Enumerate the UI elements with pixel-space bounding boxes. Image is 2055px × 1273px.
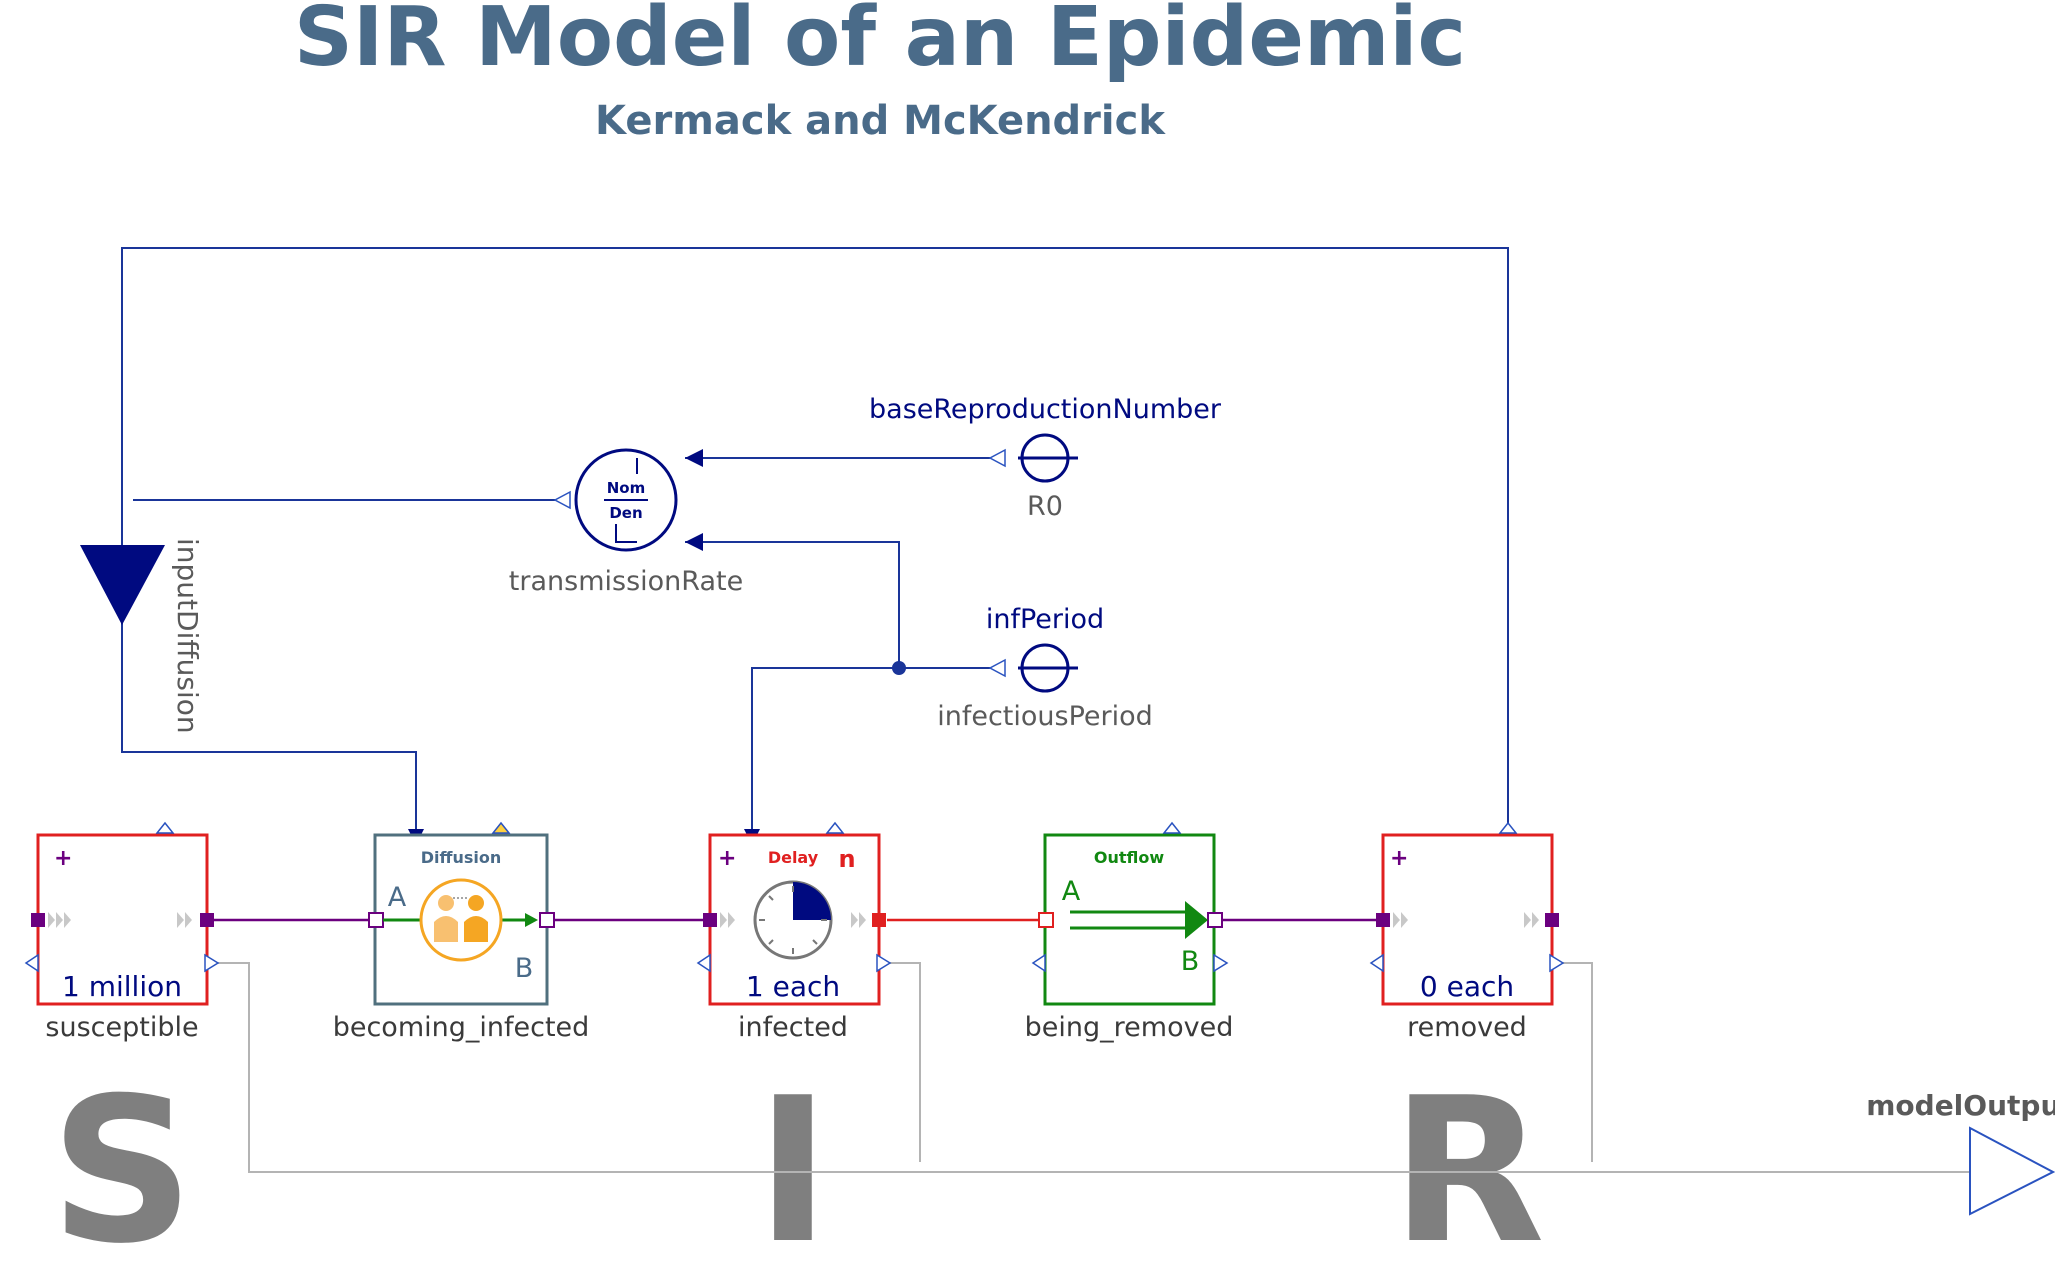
parameter-r0[interactable] — [1018, 433, 1078, 483]
susceptible-block[interactable]: + 1 million — [24, 821, 220, 1006]
susceptible-label: susceptible — [45, 1012, 198, 1043]
infected-value: 1 each — [746, 970, 840, 1003]
r0-top-label: baseReproductionNumber — [869, 394, 1222, 425]
den-label: Den — [609, 504, 642, 522]
hollow-ports — [553, 448, 1006, 678]
becoming-infected-block[interactable]: Diffusion A B — [368, 821, 555, 1006]
signal-arrowheads — [408, 449, 760, 845]
delay-marker: n — [838, 845, 855, 873]
people-icon — [419, 878, 503, 962]
removed-label: removed — [1407, 1012, 1527, 1043]
model-output-port[interactable] — [1969, 1126, 2055, 1216]
signal-lines — [121, 247, 1509, 835]
parameter-inf-period[interactable] — [1018, 643, 1078, 693]
infected-block[interactable]: + Delay n 1 each — [696, 821, 892, 1006]
being-removed-block[interactable]: Outflow A B — [1031, 821, 1229, 1006]
outflow-header: Outflow — [1094, 848, 1164, 867]
junction-dot — [892, 661, 906, 675]
page-subtitle: Kermack and McKendrick — [595, 98, 1166, 144]
diffusion-header: Diffusion — [421, 848, 502, 867]
port-triangle-icon — [155, 821, 175, 834]
page-title: SIR Model of an Epidemic — [294, 0, 1466, 85]
input-diffusion-port[interactable] — [80, 545, 165, 625]
plus-icon: + — [1390, 846, 1408, 871]
input-diffusion-label: inputDiffusion — [171, 538, 204, 734]
plus-icon: + — [54, 846, 72, 871]
diffusion-port-b: B — [515, 953, 534, 984]
letter-s: S — [50, 1055, 194, 1273]
becoming-infected-label: becoming_infected — [333, 1012, 590, 1043]
transmission-rate-block[interactable]: Nom Den — [574, 448, 678, 552]
removed-value: 0 each — [1420, 970, 1514, 1003]
plus-icon: + — [718, 846, 736, 871]
being-removed-label: being_removed — [1025, 1012, 1234, 1043]
outflow-port-b: B — [1181, 946, 1200, 977]
susceptible-value: 1 million — [62, 970, 182, 1003]
removed-block[interactable]: + 0 each — [1369, 821, 1565, 1006]
nom-label: Nom — [607, 479, 646, 497]
infected-label: infected — [738, 1012, 848, 1043]
model-output-label: modelOutput — [1866, 1089, 2055, 1122]
outflow-port-a: A — [1062, 876, 1081, 907]
clock-icon — [753, 880, 833, 960]
delay-header: Delay — [768, 848, 819, 867]
inf-period-top-label: infPeriod — [986, 604, 1104, 635]
transmission-rate-label: transmissionRate — [509, 566, 743, 597]
diffusion-port-a: A — [388, 882, 407, 913]
inf-period-bottom-label: infectiousPeriod — [937, 701, 1153, 732]
r0-bottom-label: R0 — [1027, 491, 1063, 522]
letter-r: R — [1391, 1055, 1545, 1273]
letter-i: I — [756, 1055, 830, 1273]
arrow-icon — [1070, 901, 1208, 939]
output-connectors — [218, 962, 1972, 1173]
